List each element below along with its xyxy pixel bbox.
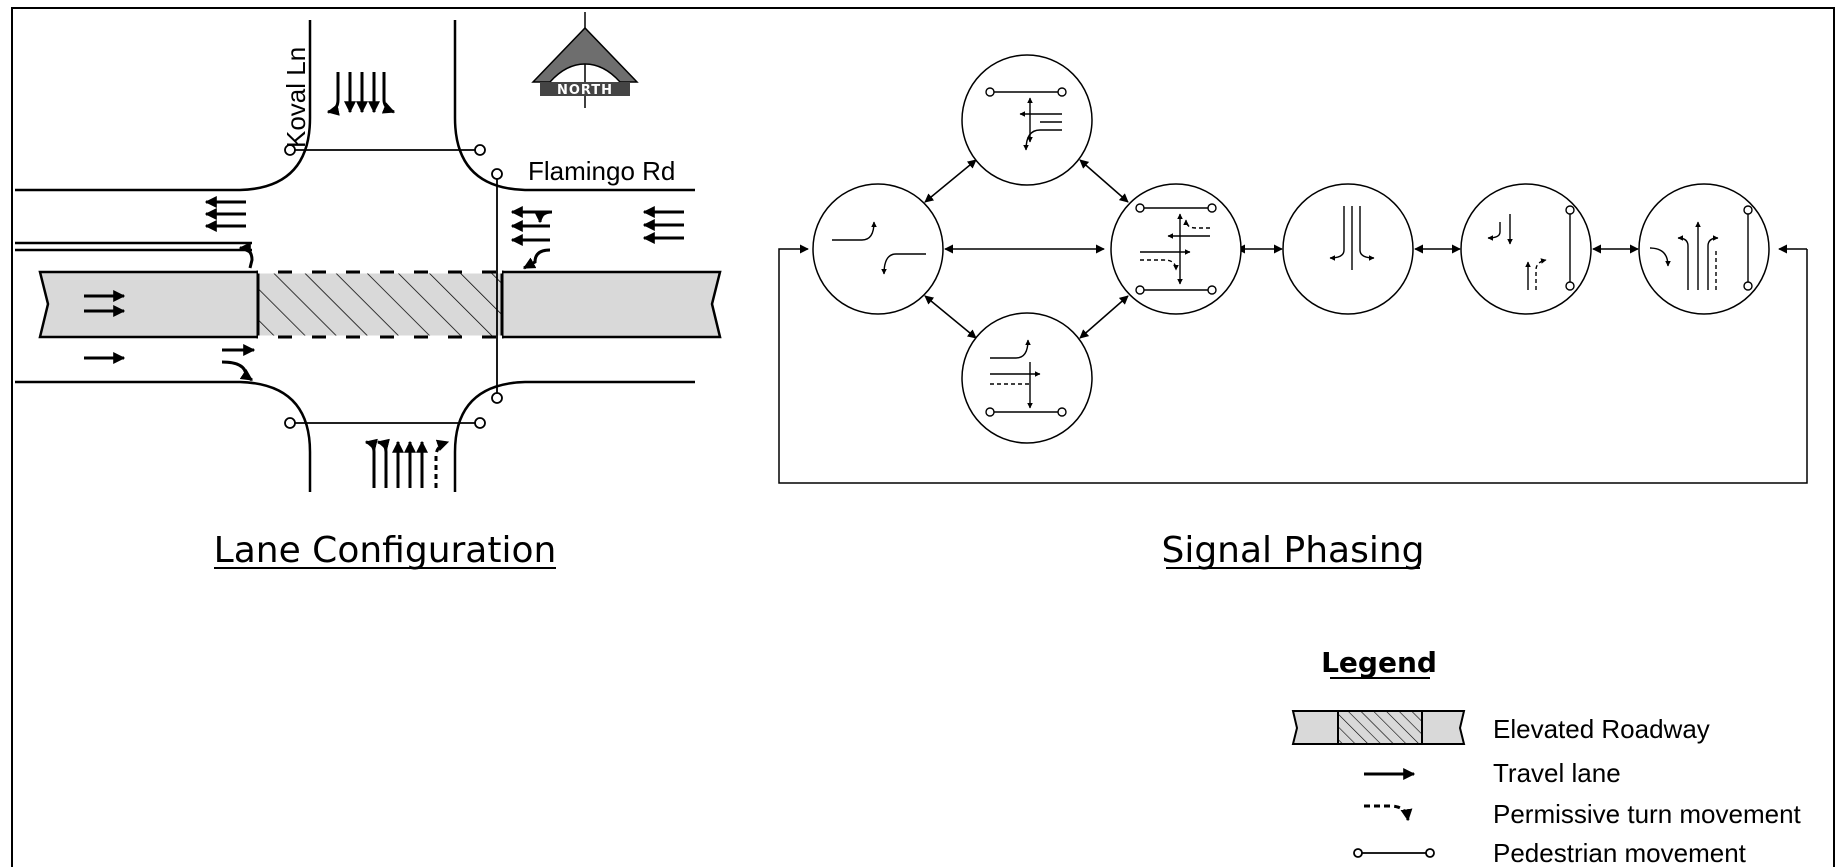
phase-circle-5	[1282, 183, 1414, 315]
north-label: NORTH	[557, 83, 613, 98]
legend: Legend Elevated Roadway Travel lane Perm…	[1291, 646, 1802, 867]
street-label-koval: Koval Ln	[281, 47, 311, 148]
phase-circle-1	[812, 183, 944, 315]
legend-permissive-turn-symbol	[1364, 804, 1413, 822]
lane-configuration: Koval Ln Flamingo Rd	[15, 12, 722, 571]
north-arrow-icon: NORTH	[531, 12, 639, 108]
legend-label-travel-lane: Travel lane	[1493, 758, 1621, 788]
legend-label-permissive-turn: Permissive turn movement	[1493, 799, 1802, 829]
signal-phasing: Signal Phasing	[778, 54, 1808, 571]
legend-label-pedestrian: Pedestrian movement	[1493, 838, 1747, 867]
legend-pedestrian-symbol	[1353, 848, 1435, 858]
phase-loop-line	[778, 244, 1808, 484]
phase-movements	[832, 87, 1753, 417]
phase-connectors	[924, 159, 1639, 339]
phase-circle-2	[961, 54, 1093, 186]
crosswalk-lines	[284, 144, 503, 429]
elevated-roadway-hatched-section	[256, 270, 504, 339]
signal-phasing-title: Signal Phasing	[1161, 530, 1424, 571]
lane-configuration-title: Lane Configuration	[214, 530, 557, 571]
phase-circle-3	[1110, 183, 1242, 315]
frame-border	[11, 7, 1835, 867]
legend-elevated-roadway-symbol	[1291, 710, 1466, 745]
legend-title: Legend	[1321, 646, 1437, 679]
legend-label-elevated-roadway: Elevated Roadway	[1493, 714, 1710, 744]
phase-circle-4	[961, 312, 1093, 444]
phase-circle-6	[1460, 183, 1592, 315]
curb-lines	[15, 20, 695, 492]
street-label-flamingo: Flamingo Rd	[528, 156, 675, 186]
lane-arrows	[84, 72, 684, 488]
phase-circle-7	[1638, 183, 1770, 315]
